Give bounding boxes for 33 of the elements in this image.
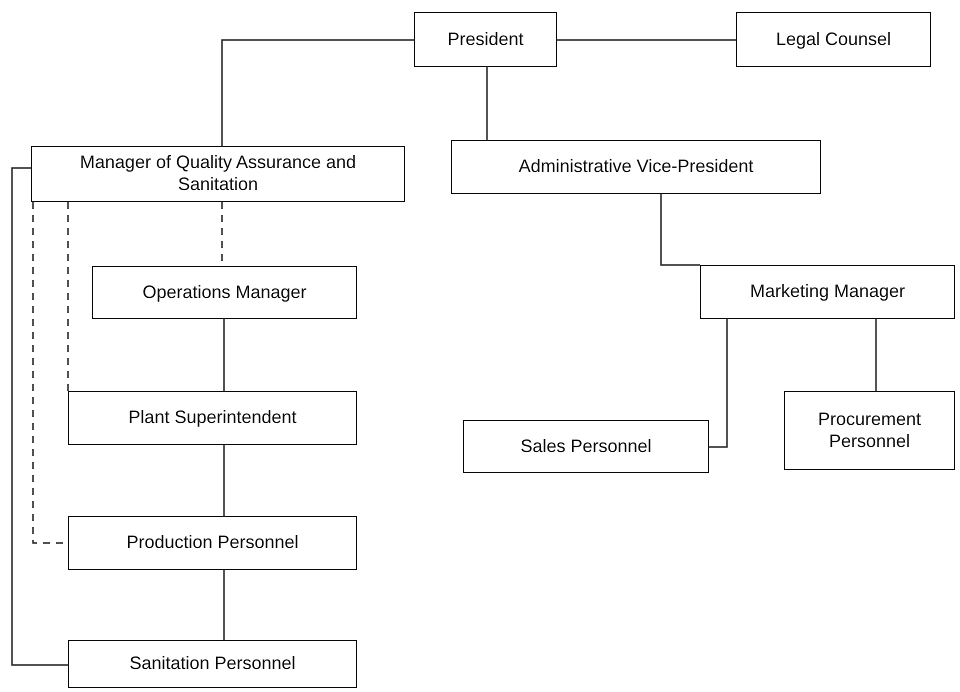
connector-line (709, 319, 728, 448)
role-title: Procurement Personnel (816, 408, 922, 452)
org-box (68, 516, 357, 570)
connector-line (223, 570, 225, 640)
connector-line (221, 39, 414, 146)
role-title: President (447, 28, 524, 50)
role-title: Marketing Manager (750, 281, 906, 303)
org-box (700, 265, 955, 319)
connector-line (557, 39, 736, 41)
org-box (68, 391, 357, 445)
role-title: Operations Manager (142, 282, 307, 304)
connector-line (486, 67, 488, 140)
connector-line (875, 319, 877, 391)
org-box (736, 12, 931, 67)
role-title: Manager of Quality Assurance and Sanitation (78, 152, 358, 196)
connector-line (223, 445, 225, 516)
org-box (68, 640, 357, 688)
org-box (414, 12, 557, 67)
role-title: Sanitation Personnel (129, 653, 296, 675)
role-title: Legal Counsel (776, 28, 892, 50)
connector-line (660, 194, 700, 266)
org-box (31, 146, 405, 202)
org-box (784, 391, 955, 470)
org-box (451, 140, 821, 194)
org-box (92, 266, 357, 319)
role-title: Sales Personnel (520, 436, 652, 458)
connector-line (67, 202, 69, 391)
connector-line (223, 319, 225, 391)
role-title: Plant Superintendent (128, 407, 297, 429)
role-title: Production Personnel (126, 532, 299, 554)
role-title: Administrative Vice-President (518, 156, 754, 178)
connector-line (11, 167, 68, 666)
org-box (463, 420, 709, 473)
